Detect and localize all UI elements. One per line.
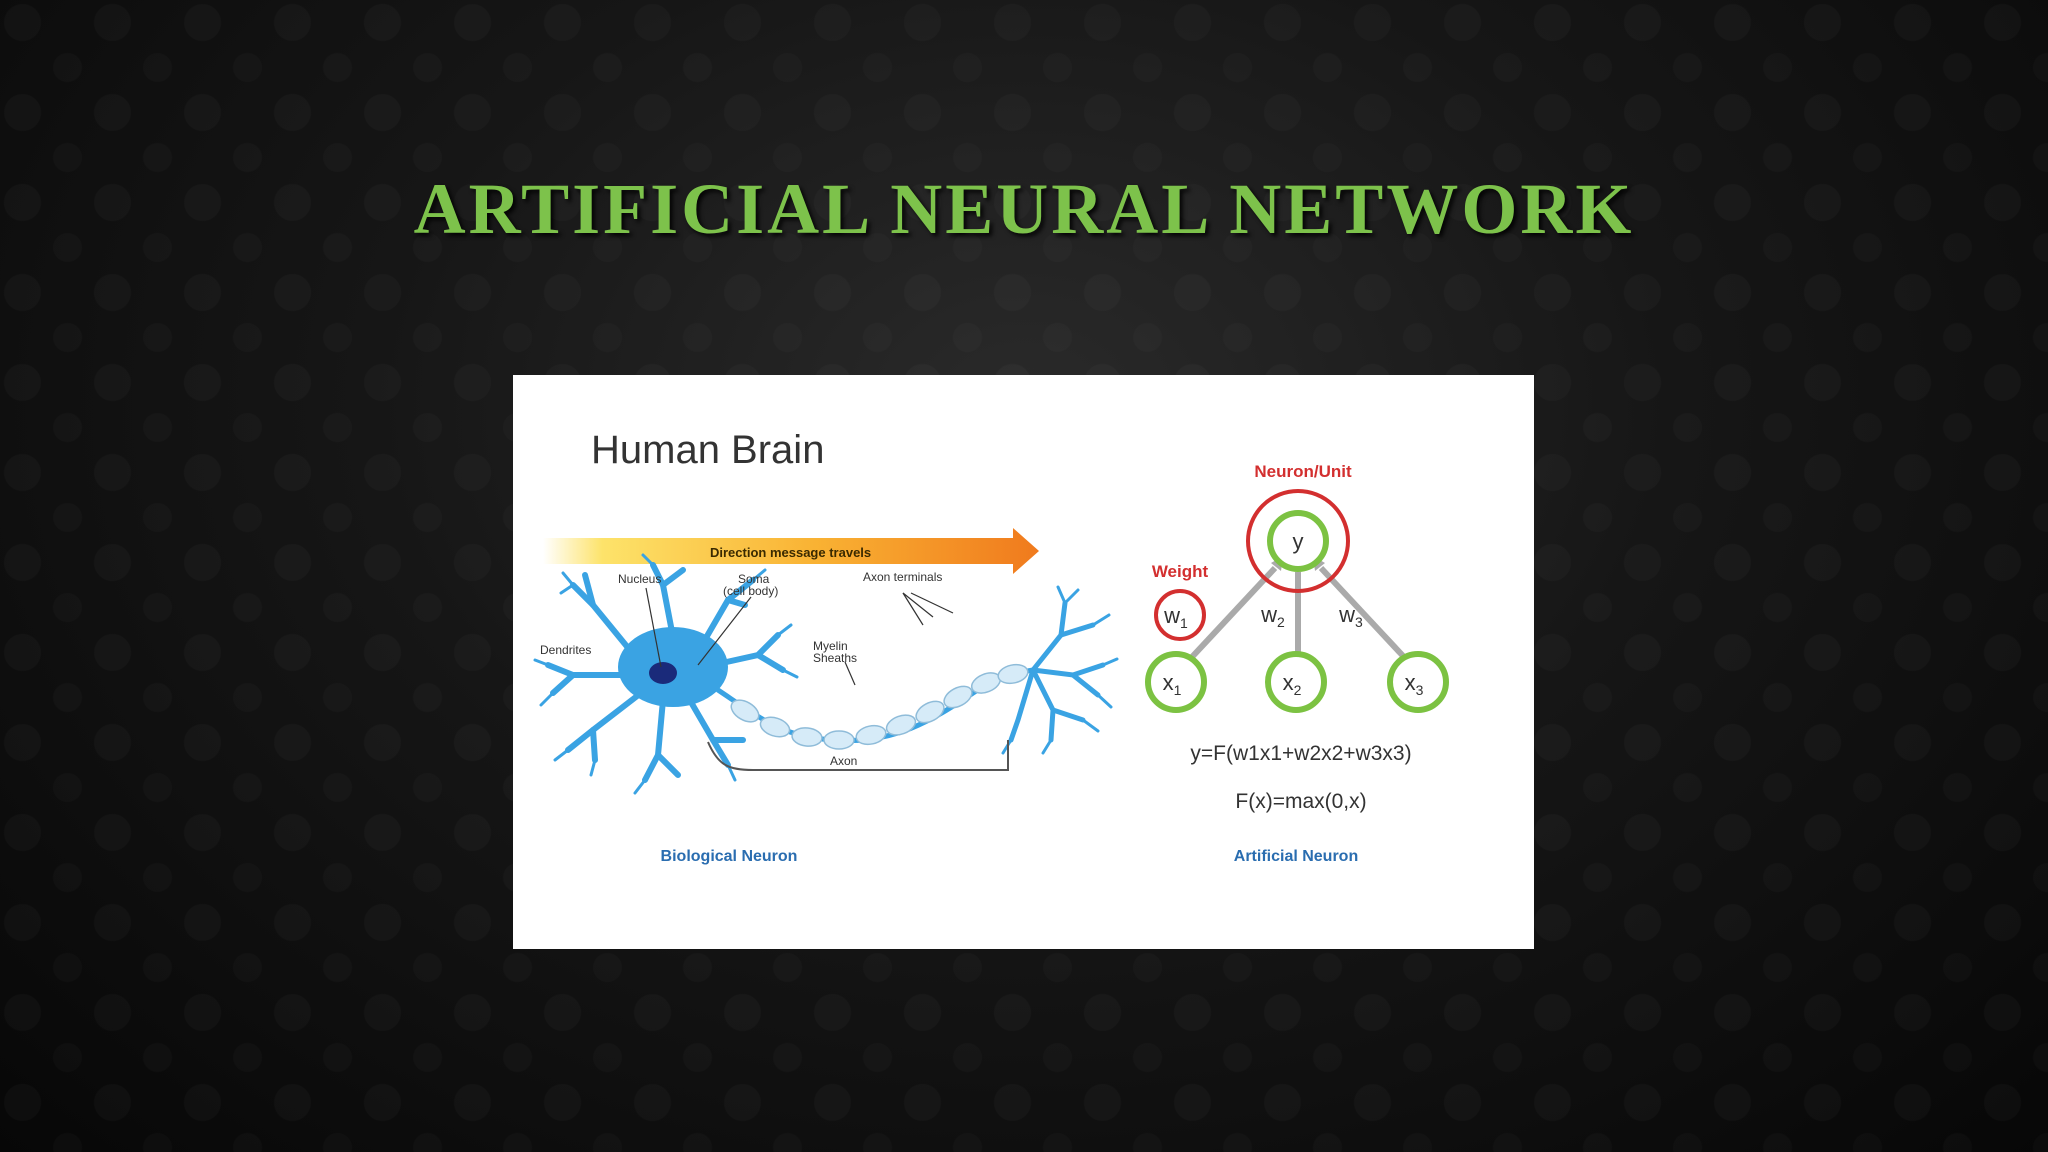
caption-artificial-neuron: Artificial Neuron xyxy=(1234,848,1358,865)
label-soma-detail: (cell body) xyxy=(723,584,778,598)
input-node-x3 xyxy=(1387,651,1449,713)
label-neuron-unit: Neuron/Unit xyxy=(1254,462,1352,481)
neuron-unit-highlight xyxy=(1246,489,1350,593)
label-weight: Weight xyxy=(1152,562,1209,581)
weight-node-w1 xyxy=(1154,589,1206,641)
human-brain-heading: Human Brain xyxy=(591,428,824,472)
neuron-comparison-figure: Human Brain Direction message travels xyxy=(513,375,1534,949)
input-node-x2 xyxy=(1265,651,1327,713)
caption-biological-neuron: Biological Neuron xyxy=(661,848,798,865)
label-axon-terminals: Axon terminals xyxy=(863,570,942,584)
formula-weighted-sum: y=F(w1x1+w2x2+w3x3) xyxy=(1190,742,1411,765)
weight-w2: w2 xyxy=(1260,602,1285,630)
biological-neuron-illustration xyxy=(533,553,1119,795)
direction-arrow: Direction message travels xyxy=(543,528,1039,574)
label-axon: Axon xyxy=(830,754,857,768)
slide-title: ARTIFICIAL NEURAL NETWORK xyxy=(413,169,1635,249)
axon-bracket xyxy=(707,740,1009,771)
label-myelin-detail: Sheaths xyxy=(813,651,857,665)
input-x1: x1 xyxy=(1163,670,1182,698)
input-node-x1 xyxy=(1145,651,1207,713)
label-myelin: Myelin xyxy=(813,639,848,653)
input-x3: x3 xyxy=(1405,670,1424,698)
direction-arrow-label: Direction message travels xyxy=(710,545,871,560)
output-node-y xyxy=(1267,510,1329,572)
label-leader-lines xyxy=(645,587,954,686)
label-soma: Soma xyxy=(738,572,770,586)
formula-relu: F(x)=max(0,x) xyxy=(1235,790,1366,813)
input-x2: x2 xyxy=(1283,670,1302,698)
output-node-label: y xyxy=(1293,529,1304,554)
label-nucleus: Nucleus xyxy=(618,572,661,586)
weight-w1: w1 xyxy=(1163,603,1188,631)
myelin-sheaths xyxy=(730,663,1029,750)
figure-svg: Human Brain Direction message travels xyxy=(533,428,1449,865)
weight-w3: w3 xyxy=(1338,602,1363,630)
label-dendrites: Dendrites xyxy=(540,643,591,657)
